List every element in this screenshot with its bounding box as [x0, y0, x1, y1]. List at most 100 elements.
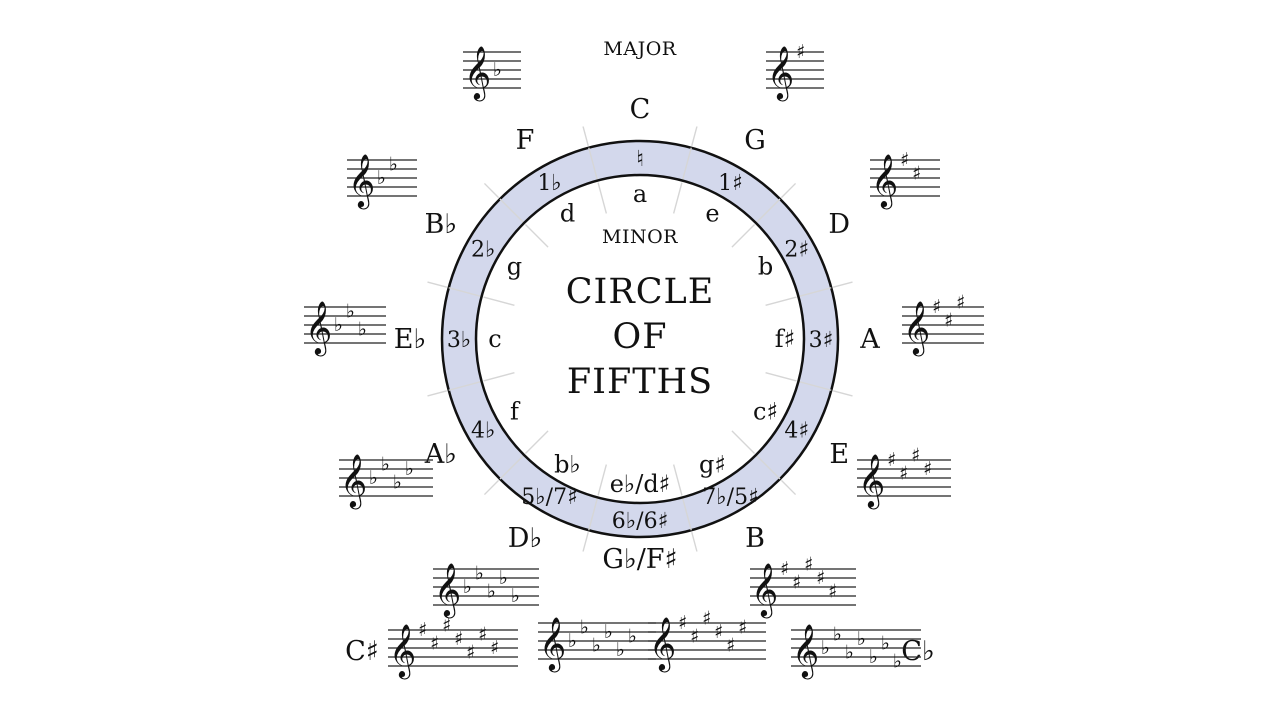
sharp-accidental: ♯: [923, 458, 932, 480]
flat-accidental: ♭: [833, 624, 842, 646]
signature-count-label: 4♭: [471, 419, 495, 444]
staff-b-major: 𝄞♯♯♯♯♯: [750, 554, 856, 618]
major-heading: MAJOR: [603, 38, 676, 60]
flat-accidental: ♭: [334, 314, 343, 336]
inner-divider: [672, 182, 683, 214]
ring-divider: [681, 497, 692, 531]
major-key-label: G: [744, 125, 766, 156]
major-key-label: G♭/F♯: [602, 544, 677, 575]
sharp-accidental: ♯: [932, 296, 941, 318]
flat-accidental: ♭: [475, 563, 484, 585]
major-key-label: A: [859, 324, 880, 355]
outer-tick: [691, 126, 698, 146]
sharp-accidental: ♯: [956, 292, 965, 314]
flat-accidental: ♭: [493, 59, 502, 81]
sharp-accidental: ♯: [726, 635, 735, 657]
outer-tick: [427, 390, 447, 397]
signature-count-label: 1♭: [537, 171, 561, 196]
minor-key-label: f♯: [775, 325, 796, 353]
signature-count-labels: ♮1♯2♯3♯4♯7♭/5♯6♭/6♯5♭/7♯4♭3♭2♭1♭: [447, 147, 834, 534]
sharp-accidental: ♯: [678, 612, 687, 634]
sharp-accidental: ♯: [899, 463, 908, 485]
signature-count-label: 6♭/6♯: [612, 509, 668, 534]
signature-count-label: 4♯: [784, 419, 809, 444]
sharp-accidental: ♯: [912, 163, 921, 185]
outer-tick: [582, 126, 589, 146]
inner-divider: [597, 464, 608, 496]
major-key-label: E♭: [394, 324, 426, 355]
flat-accidental: ♭: [346, 301, 355, 323]
outer-tick: [483, 182, 500, 199]
treble-clef-icon: 𝄞: [858, 453, 885, 509]
major-key-label: D: [828, 209, 850, 240]
signature-count-label: 2♭: [471, 238, 495, 263]
sharp-accidental: ♯: [418, 619, 427, 641]
flat-accidental: ♭: [389, 154, 398, 176]
sharp-accidental: ♯: [466, 642, 475, 664]
minor-key-label: e: [705, 199, 719, 227]
staff-e-major: 𝄞♯♯♯♯: [857, 445, 951, 509]
sharp-accidental: ♯: [804, 554, 813, 576]
sharp-accidental: ♯: [796, 41, 805, 63]
inner-divider: [524, 223, 549, 248]
treble-clef-icon: 𝄞: [305, 300, 332, 356]
sharp-accidental: ♯: [690, 626, 699, 648]
minor-key-label: g: [507, 253, 522, 281]
flat-accidental: ♭: [511, 585, 520, 607]
staff-b-flat-major: 𝄞♭♭: [347, 153, 417, 209]
inner-divider: [597, 182, 608, 214]
staff-a-major: 𝄞♯♯♯: [902, 292, 984, 356]
flat-accidental: ♭: [580, 617, 589, 639]
staff-d-flat-major: 𝄞♭♭♭♭♭: [433, 562, 539, 618]
signature-count-label: 5♭/7♯: [521, 485, 577, 510]
ring-divider: [798, 287, 832, 298]
flat-accidental: ♭: [487, 581, 496, 603]
treble-clef-icon: 𝄞: [348, 153, 375, 209]
sharp-accidental: ♯: [828, 581, 837, 603]
sharp-accidental: ♯: [738, 617, 747, 639]
signature-count-label: 3♯: [809, 328, 834, 353]
ring-divider: [448, 380, 482, 391]
major-key-label: A♭: [424, 439, 457, 470]
outer-tick: [582, 532, 589, 552]
treble-clef-icon: 𝄞: [340, 453, 367, 509]
minor-key-label: c♯: [753, 398, 778, 426]
sharp-accidental: ♯: [911, 445, 920, 467]
treble-clef-icon: 𝄞: [539, 616, 566, 672]
outer-tick: [780, 182, 797, 199]
staff-a-flat-major: 𝄞♭♭♭♭: [339, 453, 433, 509]
flat-accidental: ♭: [592, 635, 601, 657]
minor-key-label: a: [633, 180, 647, 208]
treble-clef-icon: 𝄞: [767, 45, 794, 101]
flat-accidental: ♭: [393, 472, 402, 494]
sharp-accidental: ♯: [454, 628, 463, 650]
ring-divider: [681, 147, 692, 181]
treble-clef-icon: 𝄞: [871, 153, 898, 209]
inner-divider: [731, 430, 756, 455]
treble-clef-icon: 𝄞: [751, 562, 778, 618]
sharp-accidental: ♯: [478, 624, 487, 646]
outer-tick: [483, 479, 500, 496]
ring-divider: [499, 198, 525, 224]
ring-dividers: [448, 147, 832, 531]
sharp-accidental: ♯: [442, 615, 451, 637]
outer-tick: [833, 281, 853, 288]
signature-count-label: 3♭: [447, 328, 471, 353]
c-sharp-label: C♯: [345, 636, 379, 667]
minor-key-label: d: [560, 199, 575, 227]
flat-accidental: ♭: [893, 651, 902, 673]
treble-clef-icon: 𝄞: [389, 623, 416, 679]
ring-divider: [448, 287, 482, 298]
flat-accidental: ♭: [869, 646, 878, 668]
flat-accidental: ♭: [358, 319, 367, 341]
inner-divider: [524, 430, 549, 455]
staff-f-sharp-major: 𝄞♯♯♯♯♯♯: [648, 608, 766, 672]
sharp-accidental: ♯: [780, 558, 789, 580]
title-line-1: CIRCLE: [566, 272, 715, 312]
inner-divider: [672, 464, 683, 496]
treble-clef-icon: 𝄞: [464, 45, 491, 101]
ring-divider: [499, 454, 525, 480]
